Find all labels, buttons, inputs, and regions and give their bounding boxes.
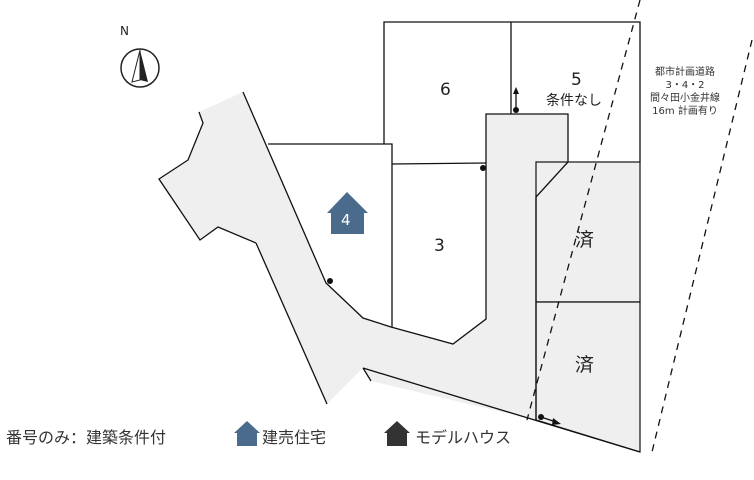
lot-boundaries [158,21,641,453]
house-icon-lot-4 [327,192,368,234]
sold-lot-label: 済 [575,229,595,251]
road [159,92,640,452]
legend-model-house: モデルハウス [415,428,512,447]
planned-road-lines [526,0,753,453]
legend-house-icons [234,421,410,446]
compass-label: N [120,24,129,38]
lot-5-number: 5 [571,70,582,90]
lot-3-number: 3 [434,236,445,256]
sold-lots [535,161,641,453]
lot-6-number: 6 [440,80,451,100]
lot-5-note: 条件なし [546,93,602,109]
legend-number-only: 番号のみ：建築条件付 [6,428,167,447]
road-note-line: 16m 計画有り [652,106,718,117]
legend-ready-built: 建売住宅 [262,428,327,447]
sold-lot-label: 済 [575,354,595,376]
planned-road-note: 都市計画道路 3・4・2 間々田小金井線 16m 計画有り [630,66,740,118]
compass-icon [120,48,160,88]
lot-4-number: 4 [341,211,351,229]
entrance-markers [327,87,561,425]
road-note-line: 都市計画道路 [655,67,715,78]
road-note-line: 3・4・2 [665,80,705,91]
road-note-line: 間々田小金井線 [650,93,720,104]
